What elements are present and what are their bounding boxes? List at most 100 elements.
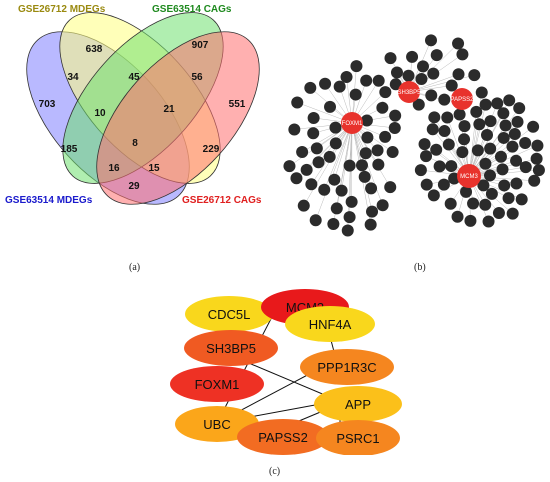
venn-label-gse63514-cags: GSE63514 CAGs	[152, 4, 232, 15]
hub-node-label: SH3BP5	[397, 90, 421, 96]
venn-label-gse63514-mdegs: GSE63514 MDEGs	[5, 195, 93, 206]
gene-node	[328, 173, 341, 186]
gene-node	[379, 86, 392, 99]
network-edge	[341, 122, 353, 191]
gene-node-label: FOXM1	[195, 377, 240, 392]
gene-node	[372, 158, 385, 171]
hub-gene-network: CDC5L MCM3 HNF4A SH3BP5 PPP1R3C FOXM1 AP…	[170, 289, 402, 455]
venn-count: 703	[39, 99, 56, 110]
network-edge	[408, 74, 475, 93]
gene-node	[297, 199, 310, 212]
gene-node-papss2	[237, 419, 329, 455]
gene-node	[470, 105, 483, 118]
gene-node	[471, 144, 484, 157]
venn-set-gse26712-cags	[96, 31, 260, 205]
gene-node	[485, 187, 498, 200]
gene-node	[304, 81, 317, 94]
gene-node	[427, 67, 440, 80]
gene-node	[456, 146, 469, 159]
panel-label-c: (c)	[269, 466, 281, 477]
gene-node-app	[314, 386, 402, 422]
gene-node	[345, 195, 358, 208]
gene-node	[343, 159, 356, 172]
gene-node	[482, 215, 495, 228]
gene-node	[530, 152, 543, 165]
venn-diagram: GSE26712 MDEGs GSE63514 CAGs GSE63514 MD…	[5, 4, 262, 206]
gene-node	[481, 129, 494, 142]
gene-node	[484, 142, 497, 155]
gene-node	[414, 164, 427, 177]
gene-node	[433, 160, 446, 173]
gene-node	[519, 161, 532, 174]
gene-node	[528, 174, 541, 187]
gene-node	[498, 179, 511, 192]
gene-node	[327, 217, 340, 230]
gene-node	[460, 185, 473, 198]
panel-label-b: (b)	[414, 262, 426, 273]
gene-node-label: CDC5L	[208, 307, 251, 322]
gene-node	[307, 127, 320, 140]
gene-node	[531, 139, 544, 152]
gene-node	[527, 120, 540, 133]
network-edge	[468, 92, 482, 177]
gene-node	[484, 115, 497, 128]
gene-node	[341, 224, 354, 237]
gene-node	[442, 138, 455, 151]
venn-count: 16	[108, 163, 120, 174]
gene-node	[499, 119, 512, 132]
gene-node	[427, 189, 440, 202]
gene-node-label: PPP1R3C	[317, 360, 376, 375]
gene-node	[458, 133, 471, 146]
gene-node	[510, 154, 523, 167]
gene-node	[451, 210, 464, 223]
venn-count: 45	[128, 72, 140, 83]
gene-node-ubc	[175, 406, 259, 442]
gene-node-label: APP	[345, 397, 371, 412]
gene-node	[456, 48, 469, 61]
gene-node	[426, 123, 439, 136]
gene-node	[418, 138, 431, 151]
gene-node	[519, 137, 532, 150]
gene-node	[513, 102, 526, 115]
gene-node-foxm1	[170, 366, 264, 402]
venn-count: 10	[94, 108, 106, 119]
gene-node	[420, 178, 433, 191]
network-edge	[468, 103, 498, 177]
gene-node	[307, 111, 320, 124]
gene-node	[329, 121, 342, 134]
gene-node	[283, 160, 296, 173]
gene-node	[288, 123, 301, 136]
gene-node	[366, 205, 379, 218]
gene-node	[477, 179, 490, 192]
gene-node	[428, 111, 441, 124]
gene-node	[365, 182, 378, 195]
gene-node	[445, 160, 458, 173]
gene-node	[390, 66, 403, 79]
venn-count: 638	[86, 44, 103, 55]
gene-node	[305, 178, 318, 191]
gene-node	[483, 169, 496, 182]
gene-node	[468, 69, 481, 82]
venn-count: 15	[148, 163, 160, 174]
hub-node-label: PAPSS2	[451, 97, 475, 103]
gene-node	[412, 98, 425, 111]
gene-node	[355, 159, 368, 172]
hub-node-papss2	[451, 88, 473, 110]
gene-node	[372, 74, 385, 87]
gene-node	[296, 145, 309, 158]
gene-node	[349, 88, 362, 101]
gene-node	[479, 157, 492, 170]
gene-node-cdc5l	[185, 296, 273, 332]
gene-node-hnf4a	[285, 306, 375, 342]
gene-node	[335, 184, 348, 197]
venn-count: 551	[229, 99, 246, 110]
gene-node	[416, 60, 429, 73]
gene-node-label: HNF4A	[309, 317, 352, 332]
gene-node	[290, 172, 303, 185]
network-edge	[315, 122, 353, 221]
gene-node-psrc1	[316, 420, 400, 455]
venn-count: 29	[128, 181, 140, 192]
venn-count: 21	[163, 104, 175, 115]
gene-node	[441, 111, 454, 124]
panel-label-a: (a)	[129, 262, 141, 273]
